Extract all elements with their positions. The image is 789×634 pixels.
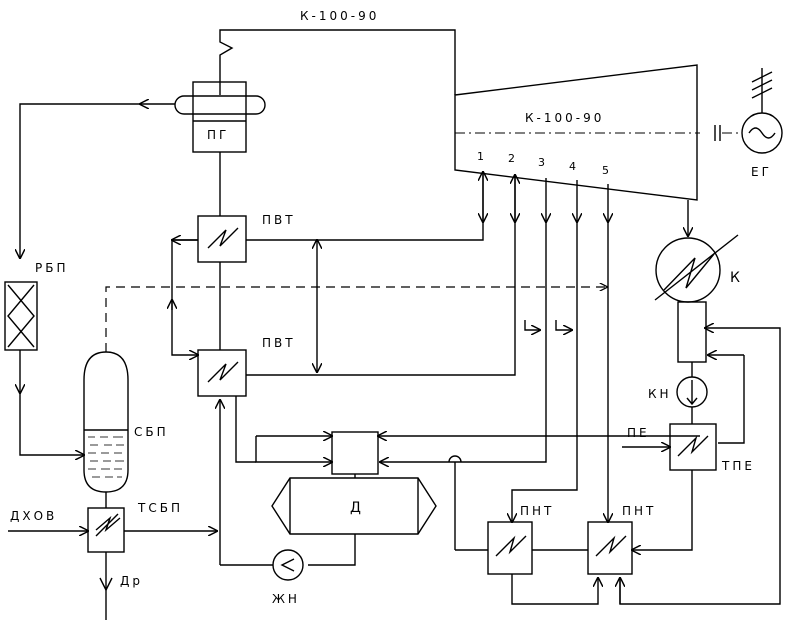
extraction-number-3: 3 [538,156,545,169]
lp-heater-left-label: ПНТ [520,504,554,518]
feed-pump-label: ЖН [272,592,300,606]
generator-label: ЕГ [751,165,772,179]
lp-heater-right [587,521,633,575]
ejector-cooler-label: ТПЕ [721,459,755,473]
lp-heater-right-label: ПНТ [622,504,656,518]
turbine [454,64,700,201]
extraction-number-5: 5 [602,164,609,177]
extraction-number-2: 2 [508,152,515,165]
steam-generator [174,81,266,153]
blowdown-separator-label: СБП [134,425,169,439]
shaft-coupling [714,125,740,141]
hp-heater-upper [197,215,247,263]
condenser [654,234,739,363]
live-steam-line [219,29,456,95]
blowdown-filter-label: РБП [35,261,69,275]
top-turbine-label: К-100-90 [300,9,379,23]
blowdown-separator [83,351,129,493]
ejector-cooler [669,423,717,471]
ejector-steam-label: ПЕ [627,426,650,440]
hp-heater-lower [197,349,247,397]
feed-pump [272,549,304,581]
lp-heater-left [487,521,533,575]
extraction-number-1: 1 [477,150,484,163]
deaerator [271,431,437,535]
blowdown-filter [4,281,38,351]
makeup-water-label: ДХОВ [10,509,57,523]
hp-heater-upper-label: ПВТ [262,213,296,227]
drain-label: Др [120,574,143,588]
condensate-pump [676,376,708,408]
condensate-pump-label: КН [648,387,672,401]
blowdown-cooler-label: ТСБП [137,501,183,515]
deaerator-label: Д [350,500,361,516]
hp-heater-lower-label: ПВТ [262,336,296,350]
steam-generator-label: ПГ [207,128,229,142]
condenser-label: К [730,270,740,286]
blowdown-cooler [87,507,125,553]
electric-generator [741,68,783,154]
extraction-number-4: 4 [569,160,576,173]
turbine-label: К-100-90 [525,111,604,125]
